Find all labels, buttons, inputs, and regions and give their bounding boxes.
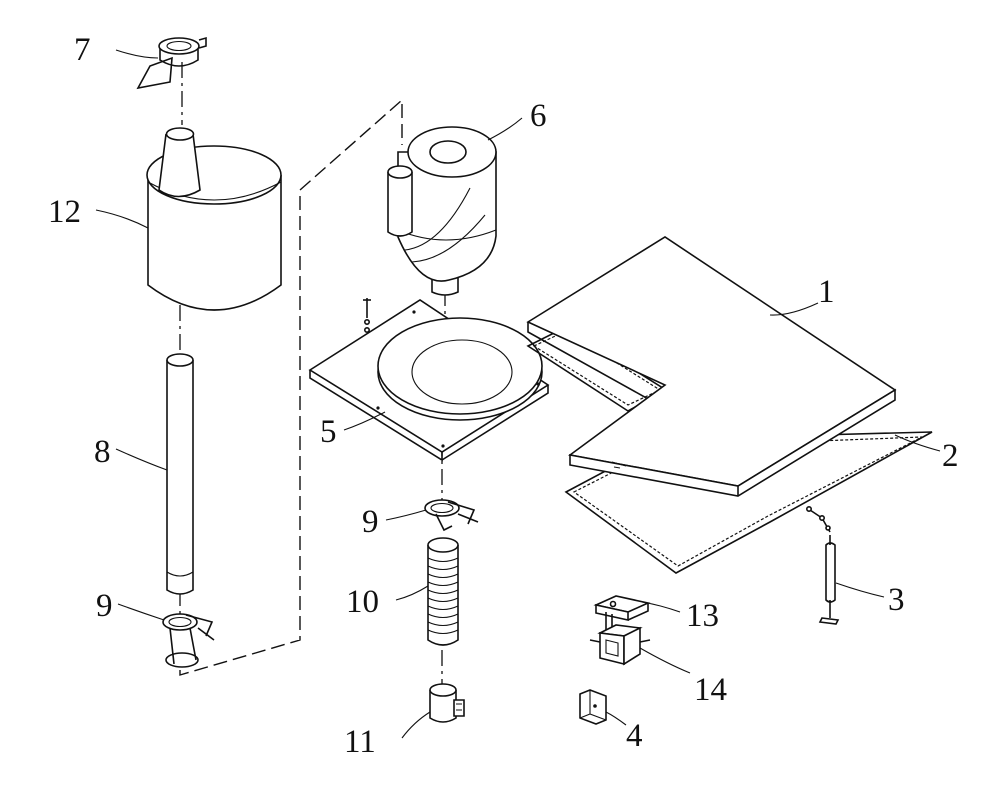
part-12-collection-drum [146, 127, 282, 311]
callout-8: 8 [94, 434, 111, 470]
callout-10: 10 [346, 584, 379, 620]
part-7-top-fitting [136, 36, 207, 90]
part-9-left-hose-clamp [162, 613, 215, 668]
part-3-gas-strut [805, 505, 840, 625]
callout-5: 5 [320, 414, 337, 450]
part-9-center-hose-clamp [424, 499, 479, 532]
callout-4: 4 [626, 718, 643, 754]
callout-leader-lines [95, 49, 941, 739]
part-5-mounting-plate [308, 298, 550, 462]
callout-3: 3 [888, 582, 905, 618]
callout-9-center: 9 [362, 504, 379, 540]
part-11-coupler [429, 683, 465, 723]
callout-9-left: 9 [96, 588, 113, 624]
callout-numbers: 7 12 8 9 6 5 9 10 11 1 2 3 13 14 4 [48, 32, 959, 760]
callout-2: 2 [942, 438, 959, 474]
part-8-pipe [166, 353, 194, 595]
part-10-flexible-hose [427, 537, 459, 646]
callout-13: 13 [686, 598, 719, 634]
part-6-blower-housing [387, 126, 497, 296]
callout-1: 1 [818, 274, 835, 310]
callout-7: 7 [74, 32, 91, 68]
callout-14: 14 [694, 672, 727, 708]
callout-6: 6 [530, 98, 547, 134]
part-14-latch-housing [589, 624, 651, 666]
part-1-top-panel [526, 236, 897, 497]
part-4-small-plate [579, 689, 607, 725]
callout-11: 11 [344, 724, 376, 760]
callout-12: 12 [48, 194, 81, 230]
